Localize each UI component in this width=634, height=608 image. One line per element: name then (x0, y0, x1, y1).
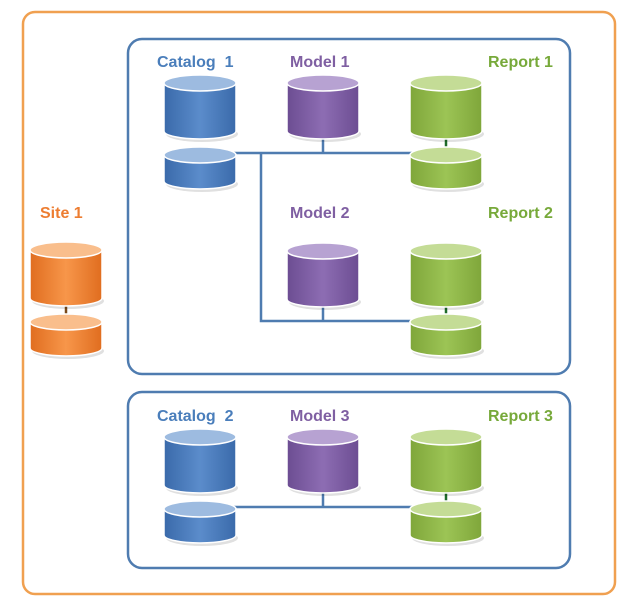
model-2-database-icon (286, 242, 361, 310)
group-frame-2 (126, 390, 572, 570)
report-1-small-database-icon (409, 146, 484, 192)
model-1-database-icon (286, 74, 361, 142)
catalog-1-label: Catalog 1 (157, 54, 234, 71)
report-3-database-icon (409, 428, 484, 496)
catalog-1-database-icon (163, 74, 238, 142)
site-frame (21, 10, 617, 596)
report-2-small-database-icon (409, 313, 484, 359)
report-1-database-icon (409, 74, 484, 142)
model-3-label: Model 3 (290, 408, 350, 425)
catalog-2-small-database-icon (163, 500, 238, 546)
model-1-label: Model 1 (290, 54, 350, 71)
site-small-database-icon (29, 313, 104, 359)
catalog-1-small-database-icon (163, 146, 238, 192)
catalog-2-database-icon (163, 428, 238, 496)
site-label: Site 1 (40, 205, 83, 222)
model-3-database-icon (286, 428, 361, 496)
group-frame-1 (126, 37, 572, 376)
catalog-2-label: Catalog 2 (157, 408, 234, 425)
report-3-label: Report 3 (488, 408, 553, 425)
model-2-label: Model 2 (290, 205, 350, 222)
site-database-icon (29, 241, 104, 309)
report-1-label: Report 1 (488, 54, 553, 71)
database-icons (29, 74, 484, 546)
report-3-small-database-icon (409, 500, 484, 546)
report-2-database-icon (409, 242, 484, 310)
report-2-label: Report 2 (488, 205, 553, 222)
